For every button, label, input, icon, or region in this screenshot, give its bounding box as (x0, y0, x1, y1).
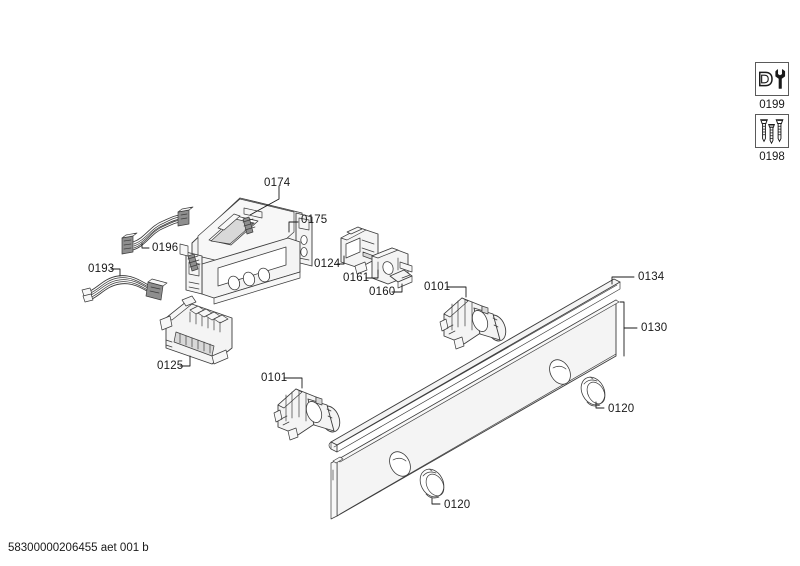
part-label-0193: 0193 (88, 263, 115, 275)
wrench-tool-icon (759, 69, 786, 89)
terminal-block-0125 (159, 295, 233, 365)
part-label-0196: 0196 (152, 242, 179, 254)
seal-ring-upper-0120 (580, 376, 606, 407)
part-label-0130: 0130 (641, 322, 668, 334)
top-trim-strip-0134 (328, 278, 621, 453)
leader-lines (110, 185, 638, 505)
part-label-0134: 0134 (638, 271, 665, 283)
screws-icon (760, 119, 784, 145)
rotary-selector-upper-0101 (439, 297, 507, 350)
part-label-0160: 0160 (369, 286, 396, 298)
retaining-clip-0160 (389, 269, 413, 289)
part-label-0120-upper: 0120 (608, 403, 635, 415)
knob-hole-lower (389, 451, 411, 477)
part-label-0174: 0174 (264, 177, 291, 189)
part-label-0125: 0125 (157, 360, 184, 372)
part-label-0161: 0161 (343, 272, 370, 284)
seal-ring-lower-0120 (419, 468, 445, 499)
part-label-0120-lower: 0120 (444, 499, 471, 511)
part-label-0175: 0175 (301, 214, 328, 226)
control-panel-module (179, 197, 313, 305)
knob-hole-upper (549, 359, 571, 385)
thermostat-switch-0124 (340, 226, 379, 275)
front-panel-0130 (330, 299, 620, 520)
legend-caption-0198: 0198 (759, 151, 785, 163)
part-label-0124: 0124 (314, 258, 341, 270)
document-footer-code: 58300000206455 aet 001 b (8, 542, 149, 554)
clip-spring-upper (242, 216, 256, 235)
legend-box-0198 (755, 114, 789, 148)
part-label-0101-upper: 0101 (424, 281, 451, 293)
ribbon-cable-0193 (81, 275, 168, 303)
legend-caption-0199: 0199 (759, 99, 785, 111)
legend-box-0199 (755, 62, 789, 96)
rotary-selector-lower-0101 (273, 388, 341, 441)
part-label-0101-lower: 0101 (261, 372, 288, 384)
clip-spring-lower (187, 253, 201, 272)
ribbon-cable-0196 (121, 206, 194, 255)
